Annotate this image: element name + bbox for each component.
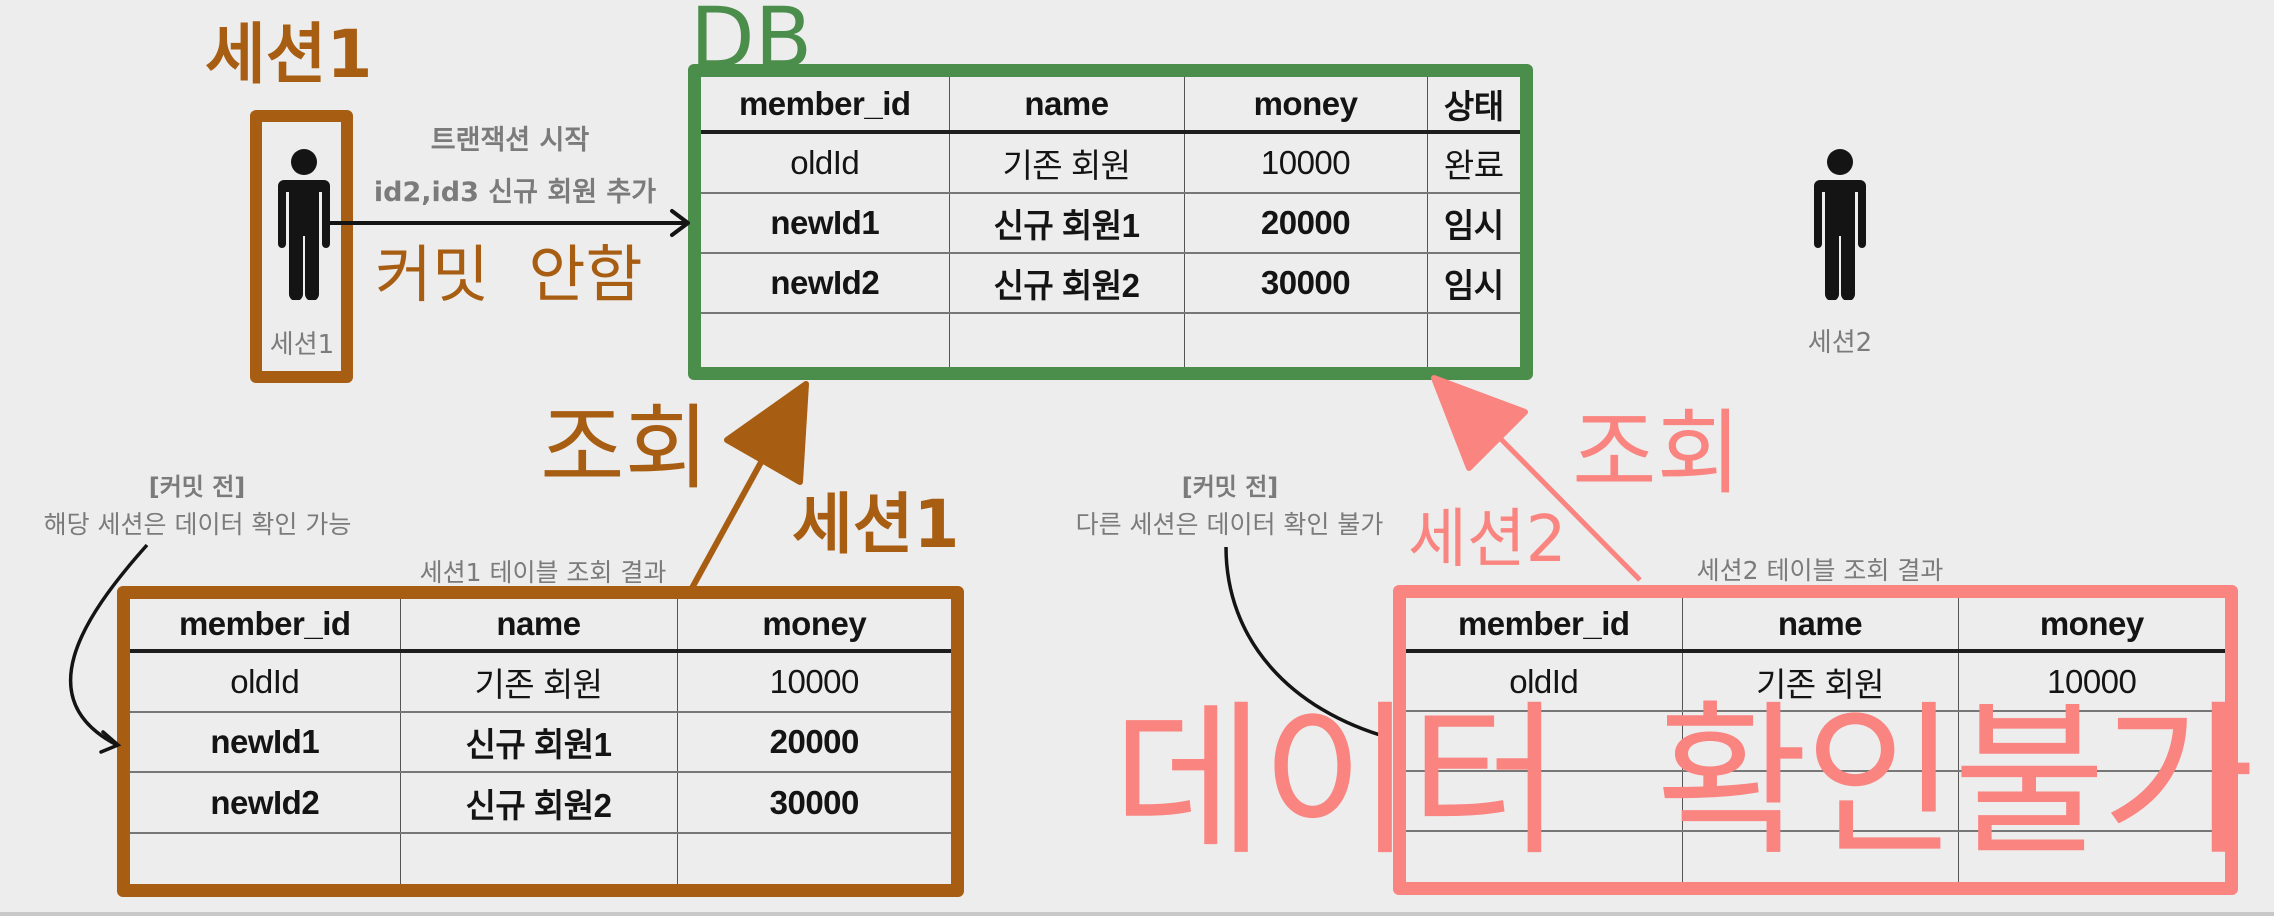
cell-name: 기존 회원	[400, 651, 678, 713]
session1-query-session-label: 세션1	[792, 486, 960, 563]
session1-title: 세션1	[205, 16, 373, 93]
cell-money	[1958, 771, 2225, 832]
cell-member-id	[1406, 831, 1683, 882]
table-row: newId1 신규 회원1 20000 임시	[701, 193, 1520, 254]
cell-member-id: newId1	[701, 193, 950, 254]
table-row	[701, 313, 1520, 367]
table-row	[130, 833, 951, 884]
result-col-header: money	[1958, 598, 2225, 653]
table-row: oldId 기존 회원 10000	[1406, 651, 2225, 712]
result-col-header: name	[400, 599, 678, 653]
cell-member-id	[1406, 711, 1683, 772]
db-col-header: name	[949, 77, 1185, 134]
result-col-header: name	[1682, 598, 1959, 653]
cell-money: 10000	[1958, 651, 2225, 712]
cell-member-id: oldId	[130, 651, 401, 713]
person-icon-session2	[1814, 149, 1866, 300]
table-row: oldId 기존 회원 10000 완료	[701, 132, 1520, 194]
cell-member-id: newId2	[701, 253, 950, 314]
session2-result-table: member_id name money oldId 기존 회원 10000	[1406, 598, 2225, 882]
cell-money: 20000	[677, 712, 951, 773]
data-not-visible-overlay: 데이터 확인불가	[1112, 686, 2255, 879]
cell-name	[1682, 711, 1959, 772]
tx-arrow	[330, 209, 690, 237]
cell-state: 완료	[1427, 132, 1520, 194]
session1-result-table: member_id name money oldId 기존 회원 10000 n…	[130, 599, 951, 884]
cell-state: 임시	[1427, 193, 1520, 254]
session2-note-title: [커밋 전]	[1181, 473, 1279, 501]
cell-name	[1682, 831, 1959, 882]
session2-query-session-label: 세션2	[1408, 503, 1567, 577]
cell-money: 30000	[1184, 253, 1428, 314]
cell-money: 10000	[1184, 132, 1428, 194]
cell-name: 기존 회원	[1682, 651, 1959, 712]
table-row: newId1 신규 회원1 20000	[130, 712, 951, 773]
tx-commit-status: 커밋 안함	[375, 238, 643, 311]
table-row	[1406, 831, 2225, 882]
cell-name	[1682, 771, 1959, 832]
session1-figure-label: 세션1	[269, 330, 335, 360]
cell-member-id: newId2	[130, 772, 401, 834]
db-col-header: money	[1184, 77, 1428, 134]
table-row: oldId 기존 회원 10000	[130, 651, 951, 713]
session1-note-title: [커밋 전]	[148, 473, 246, 501]
session1-table-caption: 세션1 테이블 조회 결과	[419, 558, 667, 587]
cell-member-id: oldId	[1406, 651, 1683, 712]
cell-member-id	[130, 833, 401, 884]
result-col-header: member_id	[1406, 598, 1683, 653]
db-col-header: member_id	[701, 77, 950, 134]
cell-name: 신규 회원1	[949, 193, 1185, 254]
table-row: newId2 신규 회원2 30000	[130, 772, 951, 834]
cell-state	[1427, 313, 1520, 367]
cell-state: 임시	[1427, 253, 1520, 314]
cell-money	[1958, 711, 2225, 772]
bottom-divider	[0, 912, 2274, 916]
cell-name: 기존 회원	[949, 132, 1185, 194]
cell-name: 신규 회원2	[949, 253, 1185, 314]
db-table-frame: member_id name money 상태 oldId 기존 회원 1000…	[688, 64, 1533, 380]
cell-money	[1184, 313, 1428, 367]
cell-money: 10000	[677, 651, 951, 713]
result-col-header: money	[677, 599, 951, 653]
tx-insert-label: id2,id3 신규 회원 추가	[373, 177, 657, 208]
db-col-header: 상태	[1427, 77, 1520, 134]
session2-table-caption: 세션2 테이블 조회 결과	[1696, 556, 1944, 585]
session1-query-label: 조회	[540, 395, 710, 502]
session2-note-text: 다른 세션은 데이터 확인 불가	[1075, 510, 1384, 539]
table-row	[1406, 771, 2225, 832]
session1-note-text: 해당 세션은 데이터 확인 가능	[43, 510, 352, 539]
cell-name	[949, 313, 1185, 367]
cell-name: 신규 회원2	[400, 772, 678, 834]
table-row	[1406, 711, 2225, 772]
session2-figure-label: 세션2	[1807, 328, 1873, 358]
session1-result-table-frame: member_id name money oldId 기존 회원 10000 n…	[117, 586, 964, 897]
cell-name: 신규 회원1	[400, 712, 678, 773]
cell-name	[400, 833, 678, 884]
session2-result-table-frame: member_id name money oldId 기존 회원 10000	[1393, 585, 2238, 895]
cell-member-id: newId1	[130, 712, 401, 773]
cell-money: 20000	[1184, 193, 1428, 254]
session1-box	[250, 110, 353, 383]
table-row: newId2 신규 회원2 30000 임시	[701, 253, 1520, 314]
cell-money: 30000	[677, 772, 951, 834]
person-icon-session1	[278, 149, 330, 300]
db-table: member_id name money 상태 oldId 기존 회원 1000…	[701, 77, 1520, 367]
cell-member-id	[1406, 771, 1683, 832]
result-col-header: member_id	[130, 599, 401, 653]
session2-query-label: 조회	[1572, 400, 1742, 507]
cell-money	[677, 833, 951, 884]
cell-member-id	[701, 313, 950, 367]
cell-member-id: oldId	[701, 132, 950, 194]
tx-start-label: 트랜잭션 시작	[430, 125, 590, 156]
